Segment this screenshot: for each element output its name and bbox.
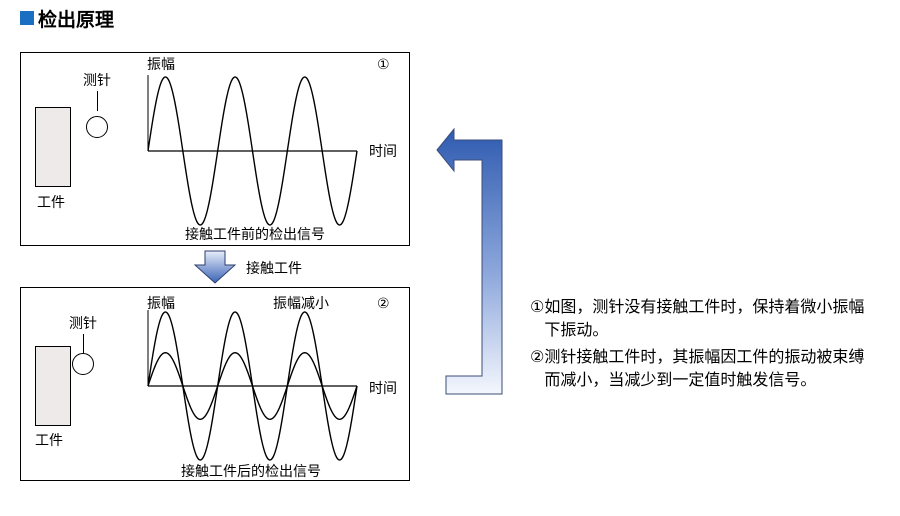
wave-plot-before (147, 75, 358, 226)
note-text: 如图，测针没有接触工件时，保持着微小振幅下振动。 (544, 297, 865, 339)
workpiece-label: 工件 (35, 433, 63, 449)
signal-wave-reduced (147, 351, 358, 421)
workpiece-block (35, 107, 71, 187)
down-arrow-icon (194, 250, 236, 284)
signal-wave (147, 76, 358, 226)
note-text: 测针接触工件时，其振幅因工件的振动被束缚而减小，当减少到一定值时触发信号。 (544, 347, 865, 389)
note-item: ② 测针接触工件时，其振幅因工件的振动被束缚而减小，当减少到一定值时触发信号。 (530, 345, 880, 391)
title-square-icon (20, 11, 34, 25)
amplitude-label: 振幅 (147, 296, 175, 312)
wave-plot-after (147, 310, 358, 461)
return-arrow-icon (436, 128, 503, 395)
panel-number: ① (377, 57, 390, 73)
note-item: ① 如图，测针没有接触工件时，保持着微小振幅下振动。 (530, 295, 880, 341)
time-label: 时间 (369, 381, 397, 397)
panel-number: ② (377, 296, 390, 312)
explanation-notes: ① 如图，测针没有接触工件时，保持着微小振幅下振动。 ② 测针接触工件时，其振幅… (530, 295, 880, 395)
time-label: 时间 (369, 144, 397, 160)
reduced-amplitude-label: 振幅减小 (273, 296, 329, 312)
panel-caption: 接触工件前的检出信号 (185, 227, 325, 243)
probe-stem (97, 91, 98, 111)
title-text: 检出原理 (38, 8, 115, 31)
panel-before-contact: 振幅 ① 测针 工件 时间 接触工件前的检出信号 (20, 52, 410, 246)
probe-label: 测针 (83, 73, 111, 89)
note-number: ② (530, 347, 545, 366)
probe-tip (72, 353, 94, 375)
section-title: 检出原理 (20, 6, 115, 31)
panel-caption: 接触工件后的检出信号 (181, 464, 321, 480)
contact-arrow-label: 接触工件 (246, 261, 302, 277)
note-number: ① (530, 297, 545, 316)
probe-label: 测针 (69, 316, 97, 332)
amplitude-label: 振幅 (147, 57, 175, 73)
panel-after-contact: 振幅 振幅减小 ② 测针 工件 时间 接触工件后的检出信号 (20, 287, 410, 481)
probe-stem (83, 334, 84, 354)
workpiece-block (35, 346, 71, 426)
probe-tip (86, 116, 108, 138)
workpiece-label: 工件 (37, 195, 65, 211)
